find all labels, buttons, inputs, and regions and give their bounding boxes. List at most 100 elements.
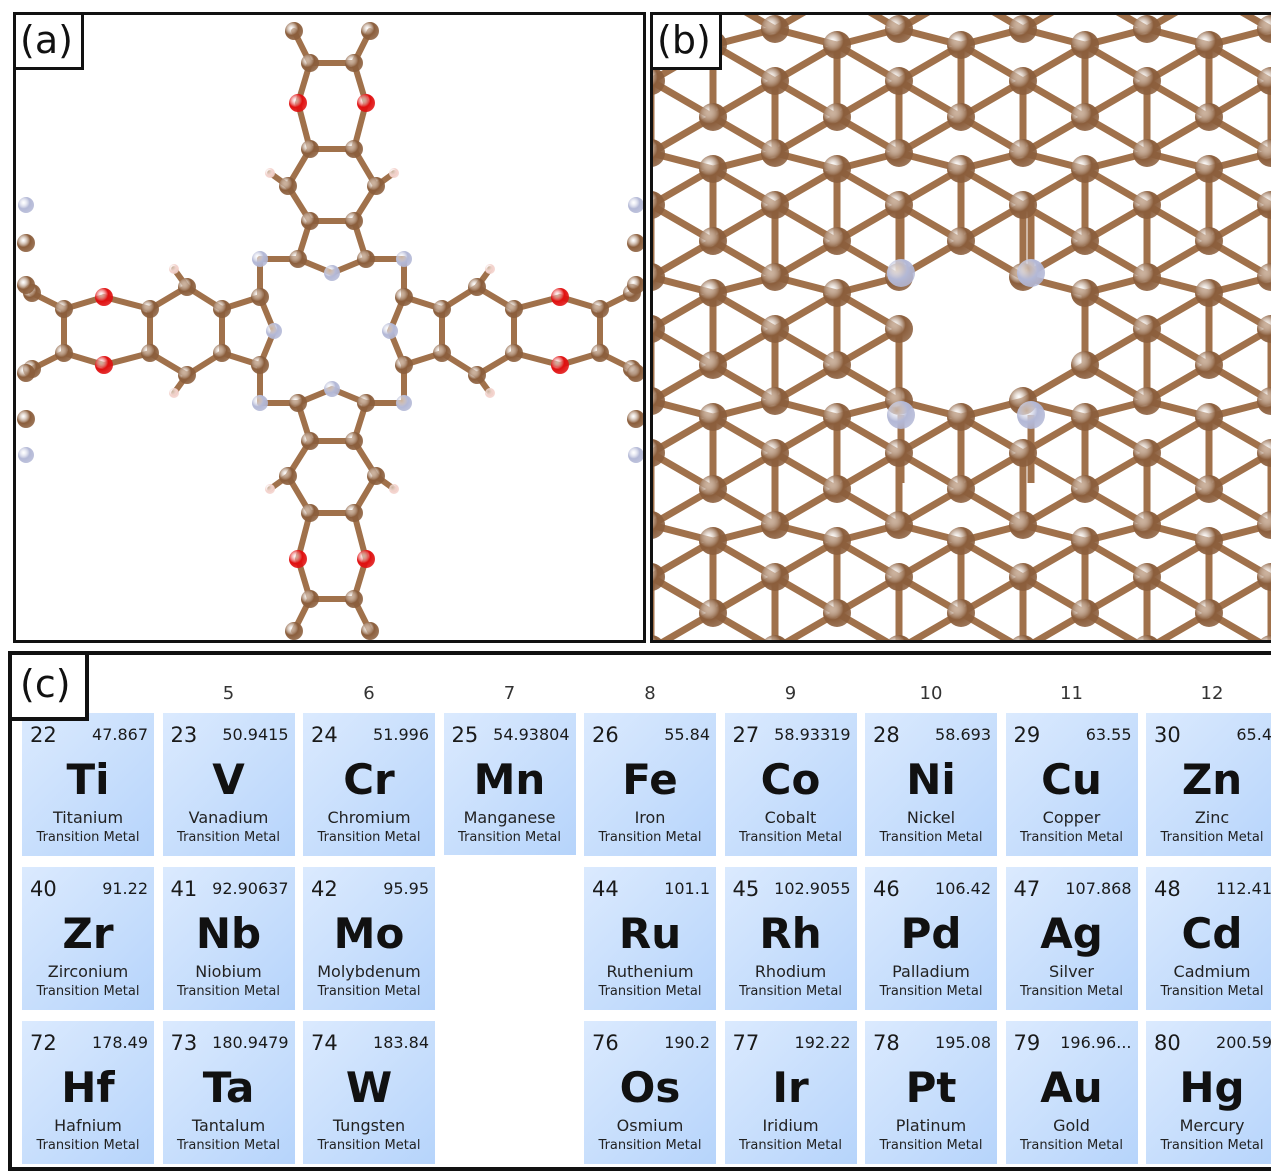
atomic-mass: 112.41 <box>1216 879 1271 898</box>
atomic-mass: 178.49 <box>92 1033 148 1052</box>
carbon-atom <box>1195 351 1223 379</box>
element-name: Palladium <box>892 962 970 981</box>
atomic-number: 46 <box>873 877 900 901</box>
carbon-atom <box>141 344 159 362</box>
carbon-atom <box>947 475 975 503</box>
element-symbol: Ir <box>772 1063 809 1112</box>
atomic-mass: 65.4 <box>1236 725 1271 744</box>
carbon-atom <box>1195 103 1223 131</box>
nitrogen-atom <box>887 259 915 287</box>
element-category: Transition Metal <box>177 1138 280 1153</box>
nitrogen-atom <box>396 251 412 267</box>
element-category: Transition Metal <box>1020 984 1123 999</box>
carbon-atom <box>699 403 727 431</box>
carbon-atom <box>823 31 851 59</box>
element-name: Titanium <box>52 808 124 827</box>
atomic-number: 40 <box>30 877 57 901</box>
element-category: Transition Metal <box>739 984 842 999</box>
carbon-atom <box>699 103 727 131</box>
element-symbol: Hg <box>1179 1063 1245 1112</box>
carbon-atom <box>1257 67 1271 95</box>
carbon-atom <box>591 300 609 318</box>
carbon-atom <box>653 635 662 640</box>
carbon-atom <box>279 467 297 485</box>
element-name: Hafnium <box>54 1116 122 1135</box>
nitrogen-atom <box>396 395 412 411</box>
carbon-atom <box>1195 227 1223 255</box>
nitrogen-atom <box>18 197 34 213</box>
atomic-mass: 54.93804 <box>493 725 570 744</box>
element-category: Transition Metal <box>317 984 421 999</box>
carbon-atom <box>1133 511 1161 539</box>
element-symbol: Ta <box>202 1063 255 1112</box>
atomic-mass: 47.867 <box>92 725 148 744</box>
carbon-atom <box>55 344 73 362</box>
carbon-atom <box>395 288 413 306</box>
carbon-atom <box>345 432 363 450</box>
carbon-atom <box>468 278 486 296</box>
carbon-atom <box>761 439 789 467</box>
carbon-atom <box>1257 563 1271 591</box>
element-category: Transition Metal <box>598 830 702 845</box>
element-name: Mercury <box>1179 1116 1245 1135</box>
carbon-atom <box>699 599 727 627</box>
carbon-atom <box>1133 315 1161 343</box>
carbon-atom <box>1009 439 1037 467</box>
carbon-atom <box>1009 191 1037 219</box>
carbon-atom <box>1195 599 1223 627</box>
carbon-atom <box>468 366 486 384</box>
atomic-number: 42 <box>311 877 338 901</box>
element-symbol: Ag <box>1040 909 1103 958</box>
carbon-atom <box>823 403 851 431</box>
carbon-atom <box>1009 67 1037 95</box>
element-symbol: Pt <box>905 1063 957 1112</box>
nitrogen-atom <box>18 447 34 463</box>
carbon-atom <box>1071 279 1099 307</box>
carbon-atom <box>17 276 35 294</box>
oxygen-atom <box>551 288 569 306</box>
atomic-mass: 101.1 <box>664 879 710 898</box>
carbon-atom <box>653 439 665 467</box>
carbon-atom <box>761 191 789 219</box>
carbon-atom <box>1195 475 1223 503</box>
carbon-atom <box>699 475 727 503</box>
element-name: Tungsten <box>332 1116 406 1135</box>
carbon-atom <box>823 475 851 503</box>
carbon-atom <box>1009 139 1037 167</box>
element-name: Zirconium <box>47 962 129 981</box>
carbon-atom <box>289 250 307 268</box>
carbon-atom <box>1071 227 1099 255</box>
carbon-atom <box>761 511 789 539</box>
atomic-number: 29 <box>1013 723 1041 747</box>
atomic-number: 77 <box>732 1031 760 1055</box>
group-number: 7 <box>503 683 516 704</box>
atomic-mass: 58.93319 <box>774 725 851 744</box>
carbon-atom <box>1257 387 1271 415</box>
carbon-atom <box>1009 563 1037 591</box>
carbon-atom <box>947 227 975 255</box>
atomic-number: 30 <box>1154 723 1181 747</box>
carbon-atom <box>885 15 913 43</box>
nitrogen-atom <box>628 197 643 213</box>
nitrogen-atom <box>382 323 398 339</box>
carbon-atom <box>1257 139 1271 167</box>
element-symbol: W <box>345 1063 393 1112</box>
atomic-number: 22 <box>30 723 57 747</box>
element-name: Chromium <box>327 808 411 827</box>
atomic-mass: 92.90637 <box>212 879 289 898</box>
atomic-number: 27 <box>732 723 760 747</box>
carbon-atom <box>947 155 975 183</box>
atomic-mass: 190.2 <box>664 1033 710 1052</box>
element-category: Transition Metal <box>36 830 140 845</box>
carbon-atom <box>627 410 643 428</box>
carbon-atom <box>885 191 913 219</box>
carbon-atom <box>888 635 910 640</box>
